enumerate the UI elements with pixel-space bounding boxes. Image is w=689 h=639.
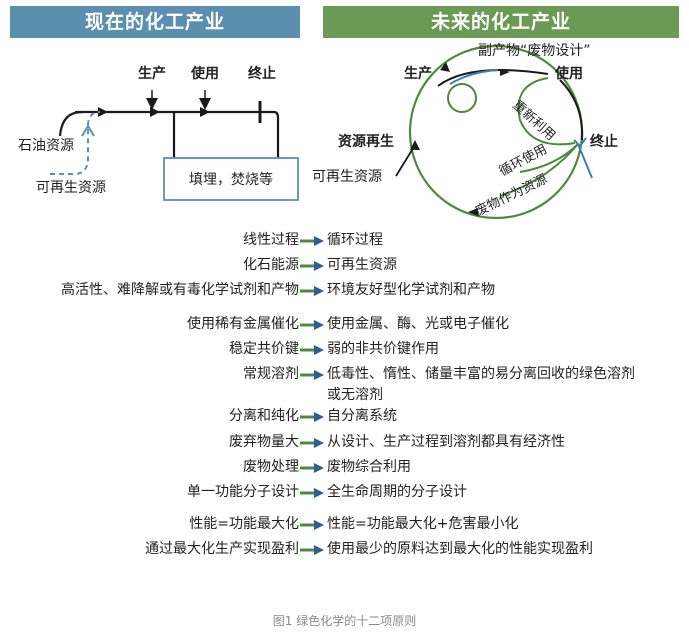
left-input-renewable: 可再生资源 (36, 180, 106, 196)
production-use-arc (437, 69, 549, 87)
principle-to: 使用金属、酶、光或电子催化 (327, 316, 509, 332)
principle-from: 常规溶剂 (243, 366, 299, 382)
regen-to-production-arrow (440, 62, 450, 72)
byproduct-loop (447, 83, 477, 113)
principle-from: 线性过程 (243, 232, 299, 248)
principle-to: 环境友好型化学试剂和产物 (327, 282, 495, 298)
linear-main-line (75, 110, 280, 158)
principle-to: 可再生资源 (327, 257, 397, 273)
principle-to: 从设计、生产过程到溶剂都具有经济性 (327, 434, 565, 450)
right-arrow-icon (300, 463, 324, 473)
principle-from: 使用稀有金属催化 (187, 316, 299, 332)
principle-from: 分离和纯化 (229, 408, 299, 424)
principle-to: 自分离系统 (327, 408, 397, 424)
principle-to: 循环过程 (327, 232, 383, 248)
left-stage-production: 生产 (138, 65, 166, 82)
recycle-line (519, 143, 579, 173)
linear-flow: 填埋，焚烧等 生产 使用 终止 石油资源 可再生资源 (18, 65, 299, 201)
use-end-line (559, 79, 584, 141)
principle-to: 废物综合利用 (327, 459, 411, 475)
end-outflow-arrow (577, 143, 593, 179)
disposal-box (163, 157, 299, 201)
right-byproduct: 副产物“废物设计” (478, 43, 591, 59)
right-stage-use: 使用 (554, 65, 583, 82)
right-resource-regen: 资源再生 (338, 133, 394, 150)
flow-arrow-2 (150, 107, 160, 117)
future-industry-title: 未来的化工产业 (323, 6, 679, 38)
waste-as-resource-label: 废物作为资源 (473, 171, 550, 220)
right-arrow-icon (300, 545, 324, 555)
renewable-input-line (395, 149, 413, 177)
flow-arrow-1 (98, 107, 108, 117)
principle-from: 稳定共价键 (229, 341, 299, 357)
principle-to: 低毒性、惰性、储量丰富的易分离回收的绿色溶剂或无溶剂 (327, 366, 635, 403)
right-stage-production: 生产 (404, 65, 432, 82)
industry-diagram: 填埋，焚烧等 生产 使用 终止 石油资源 可再生资源 副产物“废物设计” (18, 43, 618, 220)
right-arrow-icon (300, 286, 324, 296)
right-arrow-icon (300, 520, 324, 530)
waste-cycle-arrow (468, 208, 478, 216)
right-arrow-icon (300, 412, 324, 422)
byproduct-arrow (449, 69, 499, 85)
right-arrow-icon (300, 488, 324, 498)
flow-arrow-3 (200, 107, 210, 117)
current-industry-title: 现在的化工产业 (10, 6, 300, 38)
principle-from: 单一功能分子设计 (187, 484, 299, 500)
production-use-arrow (500, 69, 510, 76)
reuse-loop (517, 77, 576, 146)
figure-caption: 图1 绿色化学的十二项原则 (272, 614, 417, 628)
regen-arrow (410, 140, 420, 150)
principle-to: 性能=功能最大化+危害最小化 (327, 516, 519, 532)
right-arrow-icon (300, 236, 324, 246)
renewable-dashed-arrow (81, 124, 95, 137)
principle-from: 废物处理 (243, 459, 299, 475)
principle-to: 全生命周期的分子设计 (327, 484, 467, 500)
right-arrow-icon (300, 345, 324, 355)
left-stage-use: 使用 (190, 65, 219, 82)
principle-from: 通过最大化生产实现盈利 (145, 541, 299, 557)
right-arrow-icon (300, 261, 324, 271)
right-arrow-icon (300, 438, 324, 448)
right-arrow-icon (300, 370, 324, 380)
disposal-box-label: 填埋，焚烧等 (189, 171, 273, 188)
principle-from: 高活性、难降解或有毒化学试剂和产物 (61, 282, 299, 298)
principle-from: 废弃物量大 (229, 434, 299, 450)
left-stage-end: 终止 (248, 65, 276, 82)
right-stage-end: 终止 (590, 133, 618, 150)
principle-to: 使用最少的原料达到最大化的性能实现盈利 (327, 541, 593, 557)
end-convergence-arrow (573, 137, 587, 148)
right-input-renewable: 可再生资源 (312, 169, 382, 185)
principle-from: 性能=功能最大化 (189, 516, 299, 532)
right-arrow-icon (300, 320, 324, 330)
waste-resource-line (499, 143, 579, 197)
principle-to: 弱的非共价键作用 (327, 341, 439, 357)
renewable-dashed-line (50, 111, 101, 175)
left-input-oil: 石油资源 (18, 138, 74, 154)
principle-from: 化石能源 (243, 257, 299, 273)
oil-inlet-line (58, 110, 83, 137)
circular-flow: 副产物“废物设计” 生产 使用 终止 资源再生 可再生资源 重新利用 循环使用 … (312, 43, 618, 220)
